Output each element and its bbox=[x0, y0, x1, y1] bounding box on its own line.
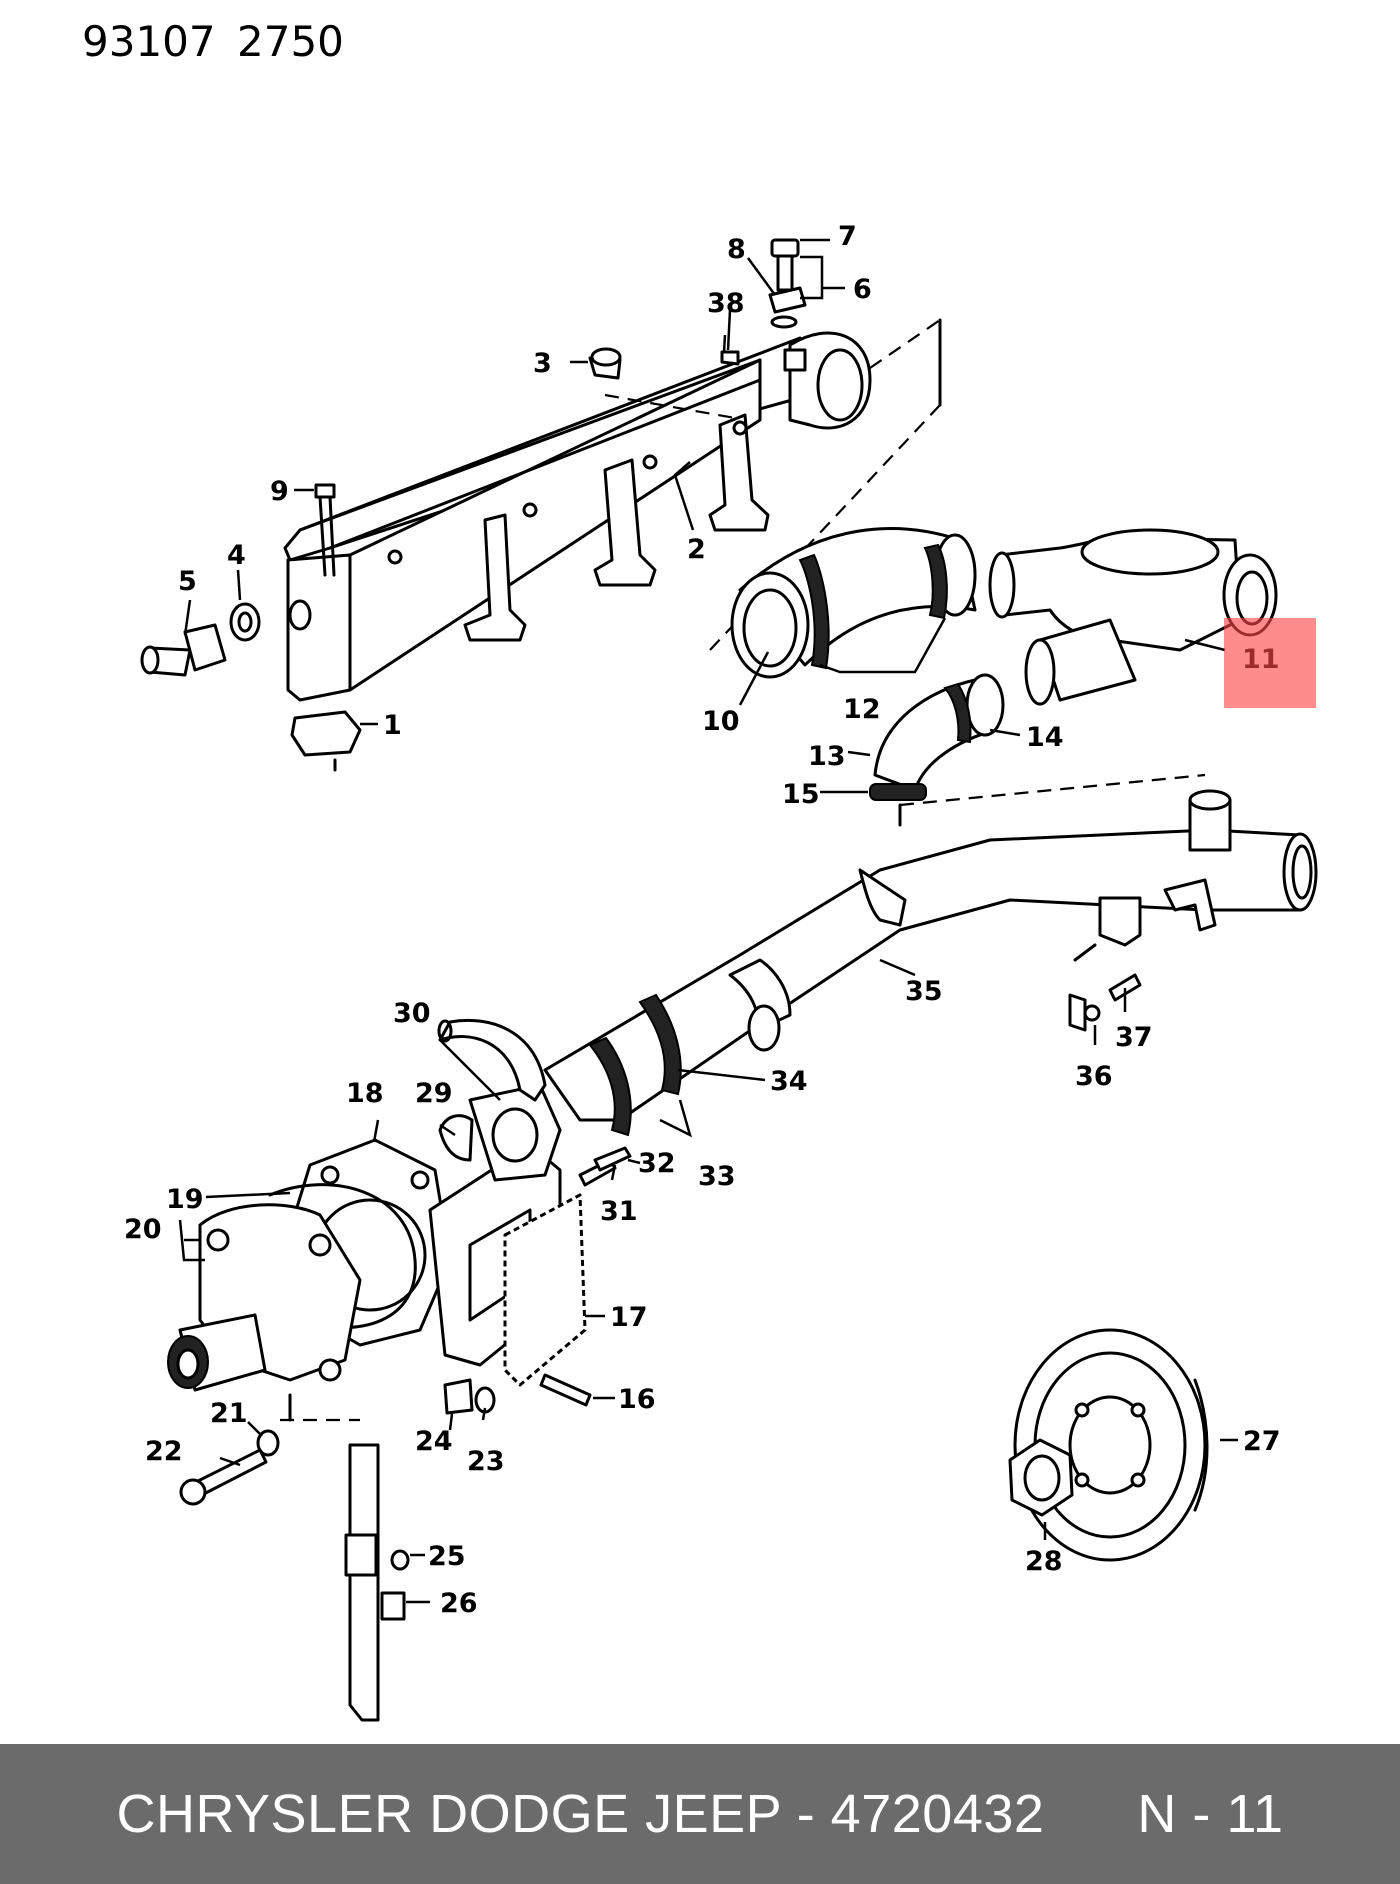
callout-13: 13 bbox=[808, 741, 846, 772]
callout-26: 26 bbox=[440, 1588, 478, 1619]
bolt-part-16 bbox=[539, 1373, 592, 1407]
callout-36: 36 bbox=[1075, 1061, 1113, 1092]
callout-4: 4 bbox=[227, 540, 246, 571]
callout-10: 10 bbox=[702, 706, 740, 737]
callout-27: 27 bbox=[1243, 1426, 1281, 1457]
exploded-parts-diagram: 93107 2750 bbox=[82, 17, 1318, 1722]
bleed-valve-group bbox=[720, 238, 807, 372]
elbow-hose-part-10 bbox=[730, 527, 977, 679]
callout-7: 7 bbox=[838, 221, 857, 252]
valve-body-part-8 bbox=[768, 286, 807, 314]
leader-lines bbox=[178, 238, 1238, 1604]
coolant-pipe-part-35 bbox=[543, 773, 1318, 1137]
callout-35: 35 bbox=[905, 976, 943, 1007]
callout-18: 18 bbox=[346, 1078, 384, 1109]
callout-5: 5 bbox=[178, 566, 197, 597]
callout-12: 12 bbox=[843, 694, 881, 725]
callout-28: 28 bbox=[1025, 1546, 1063, 1577]
callout-37: 37 bbox=[1115, 1022, 1153, 1053]
callout-2: 2 bbox=[687, 534, 706, 565]
sleeve-part-26 bbox=[380, 1591, 406, 1621]
callout-14: 14 bbox=[1026, 722, 1064, 753]
washer-part-36 bbox=[1083, 1004, 1101, 1022]
housing-part-1 bbox=[290, 710, 362, 772]
callout-8: 8 bbox=[727, 234, 746, 265]
footer-bar: CHRYSLER DODGE JEEP - 4720432 N - 11 bbox=[0, 1744, 1400, 1884]
header-code-2: 2750 bbox=[237, 17, 344, 66]
bleed-screw-part-7 bbox=[770, 238, 800, 258]
callout-17: 17 bbox=[610, 1302, 648, 1333]
clamp-part-33 bbox=[588, 1036, 632, 1137]
callout-1: 1 bbox=[383, 710, 402, 741]
washer-part-4 bbox=[229, 602, 261, 642]
callout-29: 29 bbox=[415, 1078, 453, 1109]
callout-38: 38 bbox=[707, 288, 745, 319]
thermostat-housing-part-11 bbox=[988, 528, 1278, 706]
callout-22: 22 bbox=[145, 1436, 183, 1467]
plug-part-38 bbox=[720, 350, 740, 366]
clamp-part-14 bbox=[965, 673, 1005, 737]
callout-24: 24 bbox=[415, 1426, 453, 1457]
callout-30: 30 bbox=[393, 998, 431, 1029]
coolant-rail bbox=[283, 331, 872, 702]
callout-16: 16 bbox=[618, 1384, 656, 1415]
header-code-1: 93107 bbox=[82, 17, 216, 66]
bypass-hose-part-30 bbox=[438, 1018, 547, 1102]
callout-20: 20 bbox=[124, 1214, 162, 1245]
callout-9: 9 bbox=[270, 476, 289, 507]
gasket-part-29 bbox=[438, 1114, 474, 1162]
hose-part-13 bbox=[869, 673, 1005, 801]
plug-cap-part-3 bbox=[588, 347, 622, 380]
callout-25: 25 bbox=[428, 1541, 466, 1572]
nut-part-28 bbox=[1008, 1438, 1074, 1517]
callout-15: 15 bbox=[782, 779, 820, 810]
bolt-part-37 bbox=[1108, 973, 1142, 1002]
nut-part-24 bbox=[443, 1378, 474, 1415]
bolt-part-32 bbox=[593, 1146, 632, 1172]
callout-33: 33 bbox=[698, 1161, 736, 1192]
callout-6: 6 bbox=[853, 274, 872, 305]
selected-part-highlight[interactable] bbox=[1224, 618, 1316, 708]
fitting-part-5 bbox=[140, 602, 261, 677]
washer-part-21 bbox=[256, 1429, 280, 1457]
crank-pulley-part-27 bbox=[1008, 1328, 1209, 1562]
water-pump-assembly bbox=[167, 1018, 632, 1722]
bracket-clip bbox=[1098, 896, 1142, 947]
callout-3: 3 bbox=[533, 348, 552, 379]
callout-32: 32 bbox=[638, 1148, 676, 1179]
clamp-part-34 bbox=[638, 993, 682, 1096]
bolt-part-9 bbox=[314, 483, 336, 577]
callout-19: 19 bbox=[166, 1184, 204, 1215]
clamp-part-25 bbox=[344, 1533, 378, 1577]
footer-caption: CHRYSLER DODGE JEEP - 4720432 N - 11 bbox=[116, 1784, 1284, 1844]
drain-tube bbox=[348, 1443, 380, 1722]
callout-34: 34 bbox=[770, 1066, 808, 1097]
clamp-part-15 bbox=[869, 783, 927, 801]
callout-23: 23 bbox=[467, 1446, 505, 1477]
callout-31: 31 bbox=[600, 1196, 638, 1227]
callout-21: 21 bbox=[210, 1398, 248, 1429]
